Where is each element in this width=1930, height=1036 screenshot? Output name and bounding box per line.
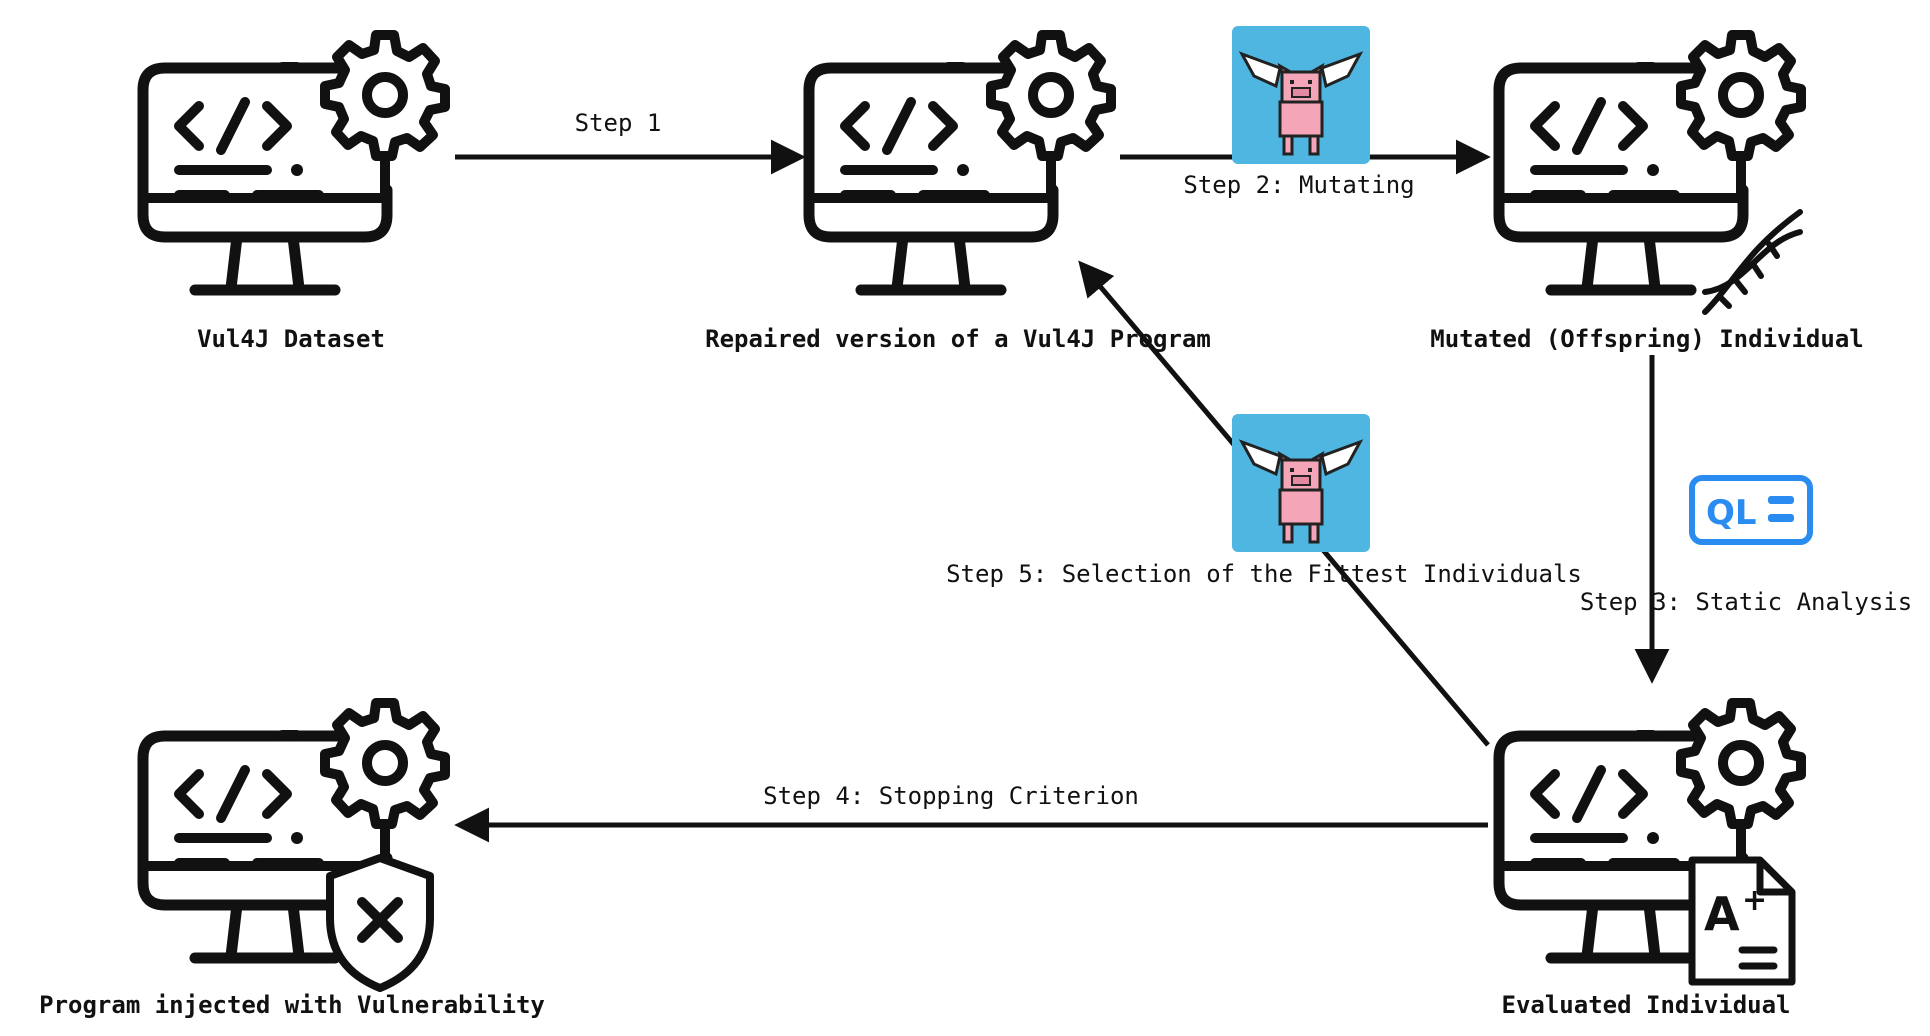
- codeql-icon: QL: [1689, 475, 1813, 545]
- node-label-repaired: Repaired version of a Vul4J Program: [705, 325, 1211, 353]
- shield-x-icon: [326, 854, 434, 992]
- svg-text:+: +: [1742, 883, 1767, 918]
- dna-icon: [1702, 209, 1803, 315]
- svg-text:A: A: [1704, 887, 1740, 941]
- flying-pig-icon-selection: [1230, 412, 1372, 554]
- node-label-dataset: Vul4J Dataset: [197, 325, 385, 353]
- codeql-label: QL: [1706, 493, 1757, 533]
- flying-pig-icon-mutating: [1230, 24, 1372, 166]
- step-label-2: Step 2: Mutating: [1183, 171, 1414, 199]
- node-label-evaluated: Evaluated Individual: [1502, 991, 1791, 1019]
- node-label-mutated: Mutated (Offspring) Individual: [1430, 325, 1863, 353]
- step-label-1: Step 1: [575, 109, 662, 137]
- computer-icon-dataset: [143, 35, 445, 290]
- step-label-5: Step 5: Selection of the Fittest Individ…: [946, 560, 1582, 588]
- step-label-4: Step 4: Stopping Criterion: [763, 782, 1139, 810]
- step-label-3: Step 3: Static Analysis: [1580, 588, 1912, 616]
- node-label-injected: Program injected with Vulnerability: [39, 991, 545, 1019]
- grade-document-icon: A +: [1688, 856, 1796, 986]
- computer-icon-repaired: [809, 35, 1111, 290]
